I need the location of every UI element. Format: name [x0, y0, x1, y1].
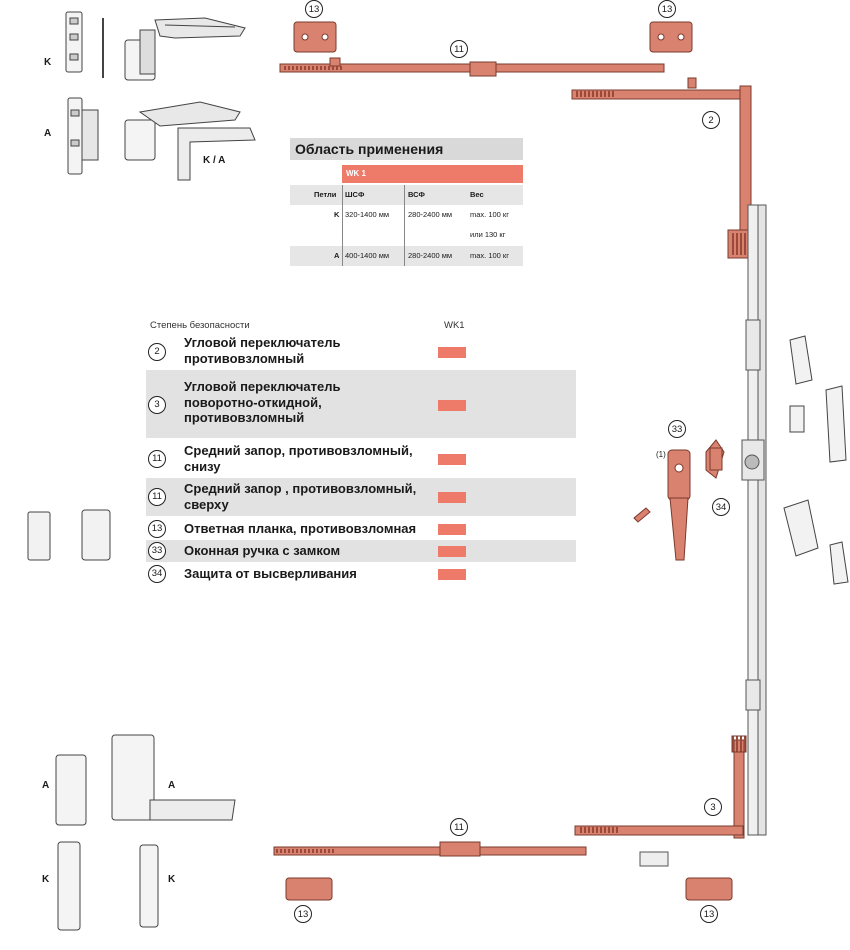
callout-13-top-right: 13 [658, 0, 676, 18]
center-lock-top-drawing [279, 57, 665, 77]
hinge-label-k-bottom-left: K [42, 874, 50, 885]
callout-2: 2 [702, 111, 720, 129]
hinge-label-a-bottom-right: A [168, 780, 176, 791]
hinges-bottom-drawing [55, 734, 236, 931]
security-item: 11 Средний запор , противовзломный, свер… [146, 478, 576, 516]
security-heading: Степень безопасности [150, 320, 250, 331]
callout-3: 3 [704, 798, 722, 816]
hinge-label-a-top: A [44, 128, 52, 139]
security-item: 33 Оконная ручка с замком [146, 540, 576, 562]
callout-33: 33 [668, 420, 686, 438]
wk1-marker [438, 400, 466, 411]
hinge-label-k-top: K [44, 57, 52, 68]
wk1-marker [438, 454, 466, 465]
strike-plate-top-left-drawing [293, 21, 337, 53]
area-table-row: или 130 кг [470, 230, 506, 239]
area-table-row: A 400-1400 мм 280-2400 мм max. 100 кг [290, 246, 523, 266]
callout-11-top: 11 [450, 40, 468, 58]
corner-drive-3-drawing [574, 735, 747, 839]
security-item: 34 Защита от высверливания [146, 563, 576, 585]
header-width: ШСФ [345, 190, 365, 199]
security-item: 13 Ответная планка, противовзломная [146, 518, 576, 540]
small-keep-drawing [639, 851, 669, 867]
hinge-label-a-bottom-left: A [42, 780, 50, 791]
callout-13-bottom-right: 13 [700, 905, 718, 923]
callout-34: 34 [712, 498, 730, 516]
wk1-marker [438, 347, 466, 358]
window-handle-drawing [633, 449, 691, 561]
table-divider [342, 185, 343, 266]
anti-drill-drawing [705, 439, 725, 479]
area-table-title: Область применения [290, 138, 523, 160]
callout-13-top-left: 13 [305, 0, 323, 18]
header-height: ВСФ [408, 190, 425, 199]
main-rail-drawing [741, 204, 767, 836]
security-item: 2 Угловой переключатель противовзломный [146, 334, 576, 370]
hinge-label-ka: K / A [203, 155, 226, 166]
corner-drive-2-drawing [571, 77, 752, 259]
handle-variant-label: (1) [656, 450, 666, 459]
table-divider [404, 185, 405, 266]
security-item: 3 Угловой переключатель поворотно-откидн… [146, 370, 576, 438]
strike-plate-top-right-drawing [649, 21, 693, 53]
security-class-label: WK1 [444, 320, 465, 331]
area-table-header: Петли ШСФ ВСФ Вес [290, 185, 523, 205]
header-hinges: Петли [314, 190, 337, 199]
left-keeps-drawing [27, 509, 111, 561]
header-weight: Вес [470, 190, 484, 199]
wk1-marker [438, 569, 466, 580]
side-keeps-drawing [783, 335, 849, 585]
strike-plate-bottom-left-drawing [285, 877, 333, 901]
strike-plate-bottom-right-drawing [685, 877, 733, 901]
callout-13-bottom-left: 13 [294, 905, 312, 923]
callout-11-bottom: 11 [450, 818, 468, 836]
wk1-marker [438, 524, 466, 535]
area-table-wk: WK 1 [342, 165, 523, 183]
area-table-row: K 320-1400 мм 280-2400 мм max. 100 кг [334, 210, 509, 219]
hinge-label-k-bottom-right: K [168, 874, 176, 885]
center-lock-bottom-drawing [273, 841, 587, 857]
wk1-marker [438, 546, 466, 557]
hinge-k-top-drawing [65, 11, 246, 81]
security-item: 11 Средний запор, противовзломный, снизу [146, 440, 576, 478]
wk1-marker [438, 492, 466, 503]
hinge-a-top-drawing [67, 97, 256, 181]
